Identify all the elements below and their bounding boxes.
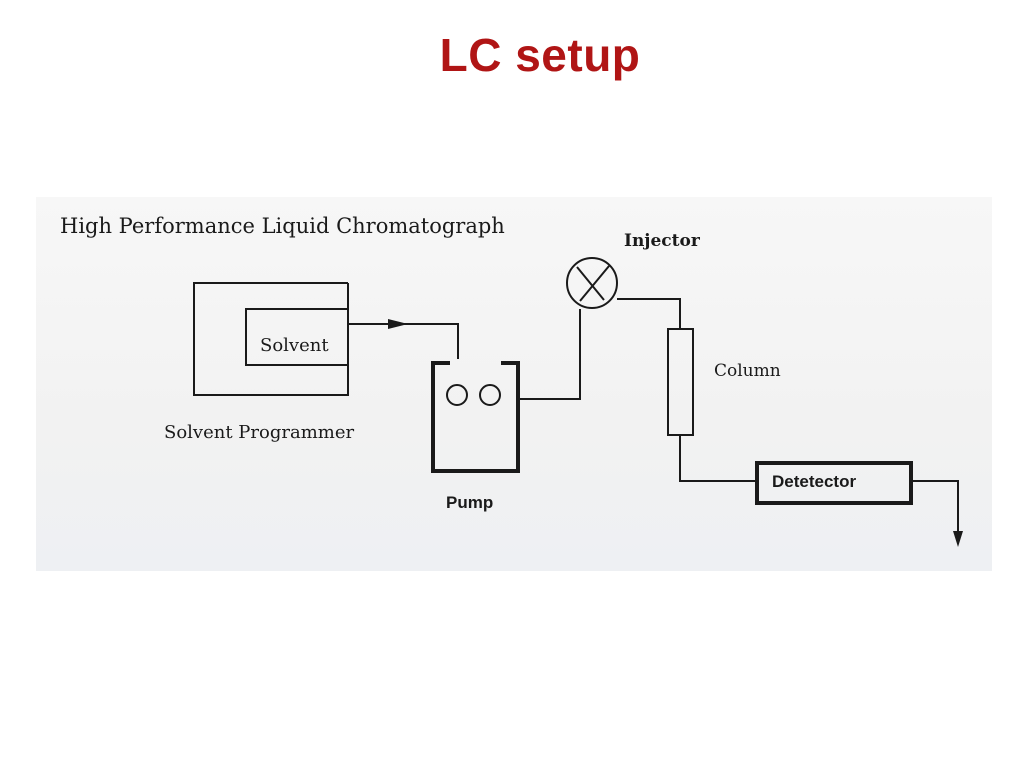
pump-to-injector-line [518,309,581,400]
injector-label: Injector [624,231,701,251]
detector-box [755,461,913,505]
injector-to-column-line [617,298,681,329]
injector-valve-icon [566,257,618,309]
hplc-schematic: High Performance Liquid Chromatograph So… [60,214,963,547]
column-tube [667,328,694,436]
solvent-programmer-label: Solvent Programmer [164,422,354,443]
solvent-label: Solvent [260,335,329,356]
flow-arrow-icon [388,319,408,329]
solvent-programmer-box [193,282,349,396]
pump-label: Pump [446,493,493,512]
diagram-heading: High Performance Liquid Chromatograph [60,214,505,238]
scanned-diagram: High Performance Liquid Chromatograph So… [36,197,992,571]
solvent-to-pump-line [348,319,459,359]
slide-title: LC setup [439,29,641,81]
detector-label: Detetector [772,472,856,491]
solvent-reservoir-box [245,308,349,366]
pump-piston-left-icon [446,384,468,406]
outlet-arrow-icon [953,531,963,547]
pump-box [431,361,520,473]
column-to-detector-line [679,435,757,482]
pump-piston-right-icon [479,384,501,406]
detector-outlet-line [911,480,963,547]
column-label: Column [714,361,781,381]
